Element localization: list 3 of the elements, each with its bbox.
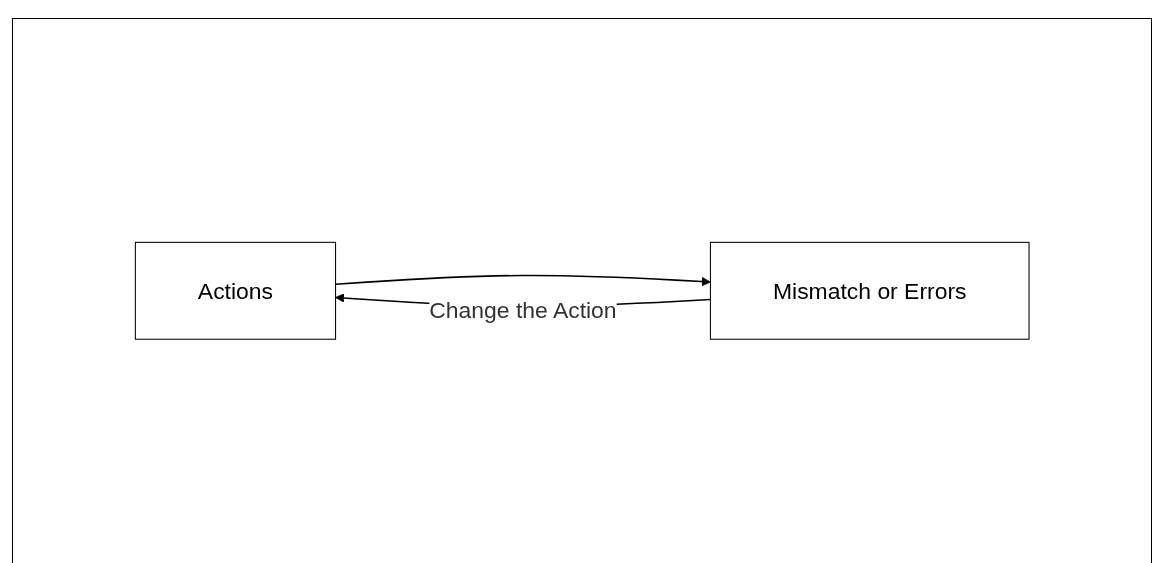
node-box: Actions bbox=[134, 242, 336, 340]
edge-label: Change the Action bbox=[429, 296, 617, 324]
node-box: Mismatch or Errors bbox=[709, 242, 1030, 340]
